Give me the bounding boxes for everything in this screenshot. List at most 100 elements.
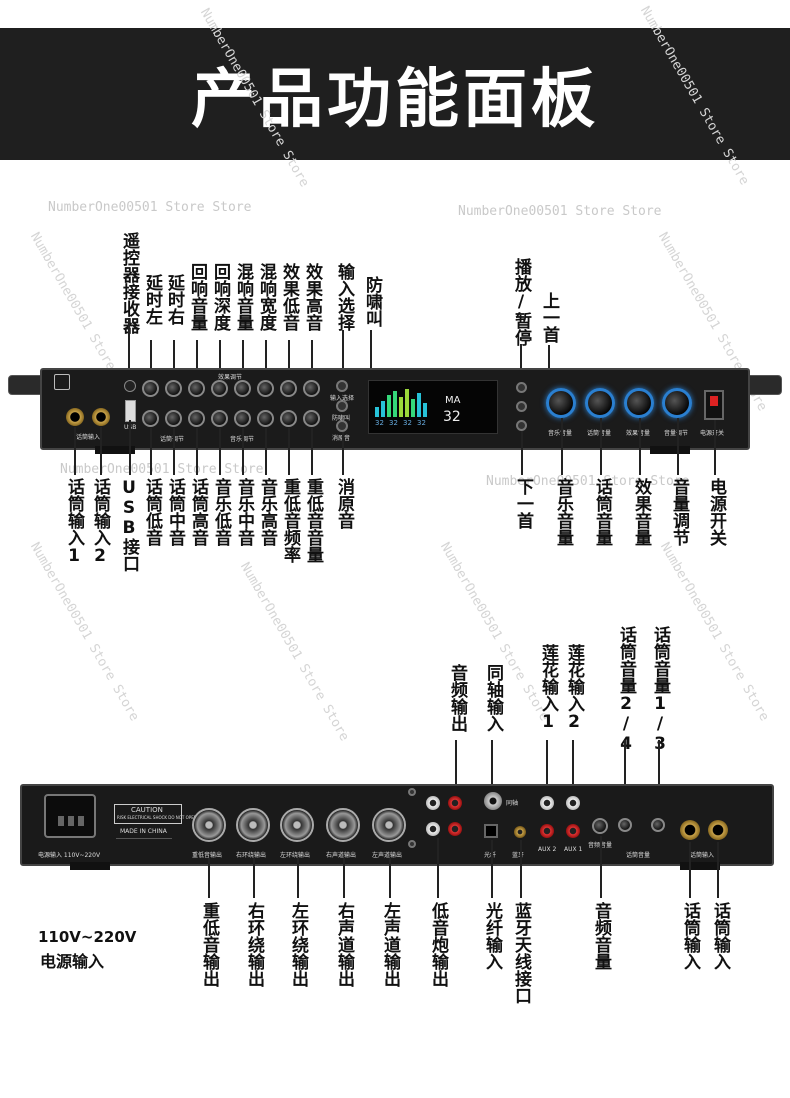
btn-label-anti-feedback: 防啸叫 bbox=[332, 415, 351, 422]
leader-line bbox=[265, 428, 267, 475]
label-anti-feedback: 防啸叫 bbox=[362, 276, 382, 327]
power-voltage: 110V~220V bbox=[38, 928, 137, 946]
label-effect-volume: 效果音量 bbox=[631, 478, 651, 546]
knob-audio-volume[interactable] bbox=[592, 818, 608, 834]
rear-mic-input-jack[interactable] bbox=[680, 820, 700, 840]
label-usb: USB接口 bbox=[119, 478, 139, 572]
mic-input-2-jack[interactable] bbox=[92, 408, 110, 426]
rca-sub-output-white[interactable] bbox=[426, 822, 440, 836]
knob-sub-frequency[interactable] bbox=[280, 410, 297, 427]
level-bar bbox=[375, 407, 379, 417]
bt-antenna-jack[interactable] bbox=[514, 826, 526, 838]
rack-ear-left bbox=[8, 375, 44, 395]
usb-port[interactable] bbox=[125, 400, 136, 422]
knob-reverb-width[interactable] bbox=[257, 380, 274, 397]
label-remote-receiver: 遥控器接收器 bbox=[119, 232, 139, 334]
knob-effect-volume[interactable] bbox=[624, 388, 654, 418]
leader-line bbox=[491, 740, 493, 784]
label-mic-volume: 话筒音量 bbox=[592, 478, 612, 546]
mic-input-1-jack[interactable] bbox=[66, 408, 84, 426]
leader-line bbox=[100, 427, 102, 475]
knob-music-treble[interactable] bbox=[257, 410, 274, 427]
aux-1-white[interactable] bbox=[566, 796, 580, 810]
vocal-cut-button[interactable] bbox=[336, 420, 348, 432]
screw bbox=[408, 840, 416, 848]
label-music-treble: 音乐高音 bbox=[257, 478, 277, 546]
knob-music-mid[interactable] bbox=[234, 410, 251, 427]
power-switch[interactable] bbox=[704, 390, 724, 420]
anti-feedback-button[interactable] bbox=[336, 400, 348, 412]
label-left-surround-output: 左环绕输出 bbox=[288, 902, 308, 987]
leader-line bbox=[74, 427, 76, 475]
knob-mic-treble[interactable] bbox=[188, 410, 205, 427]
level-bar bbox=[381, 401, 385, 417]
coax-input-jack[interactable] bbox=[484, 792, 502, 810]
knob-sub-volume[interactable] bbox=[303, 410, 320, 427]
label-right-output: 右声道输出 bbox=[334, 902, 354, 987]
label-power-switch: 电源开关 bbox=[706, 478, 726, 546]
leader-line bbox=[389, 858, 391, 898]
xlr-label: 右环绕输出 bbox=[236, 852, 267, 859]
rack-ear-right bbox=[746, 375, 782, 395]
knob-mic-mid[interactable] bbox=[165, 410, 182, 427]
next-track-button[interactable] bbox=[516, 420, 527, 431]
knob-effect-bass[interactable] bbox=[280, 380, 297, 397]
knob-delay-left[interactable] bbox=[142, 380, 159, 397]
knob-effect-treble[interactable] bbox=[303, 380, 320, 397]
rear-power-label: 电源输入 110V~220V bbox=[38, 852, 101, 859]
leader-line bbox=[265, 340, 267, 382]
xlr-right-output[interactable] bbox=[326, 808, 360, 842]
watermark: NumberOne00501 Store Store bbox=[657, 540, 772, 724]
knob-music-bass[interactable] bbox=[211, 410, 228, 427]
bt-label: 蓝牙 bbox=[512, 852, 525, 859]
aux-1-red[interactable] bbox=[566, 824, 580, 838]
display-small-value: 32 bbox=[403, 419, 412, 427]
rca-audio-output-red[interactable] bbox=[448, 796, 462, 810]
xlr-right-surround-output[interactable] bbox=[236, 808, 270, 842]
play-pause-button[interactable] bbox=[516, 382, 527, 393]
label-play-pause: 播放/暂停 bbox=[511, 258, 531, 346]
knob-master-volume[interactable] bbox=[662, 388, 692, 418]
knob-mic-volume-2-4[interactable] bbox=[618, 818, 632, 832]
rear-mic-input-jack[interactable] bbox=[708, 820, 728, 840]
rca-audio-output-white[interactable] bbox=[426, 796, 440, 810]
leader-line bbox=[520, 344, 522, 384]
screw bbox=[408, 788, 416, 796]
xlr-left-output[interactable] bbox=[372, 808, 406, 842]
aux-2-white[interactable] bbox=[540, 796, 554, 810]
xlr-left-surround-output[interactable] bbox=[280, 808, 314, 842]
optical-label: 光纤 bbox=[484, 852, 497, 859]
power-socket[interactable] bbox=[44, 794, 96, 838]
leader-line bbox=[208, 858, 210, 898]
label-audio-output: 音频输出 bbox=[447, 664, 467, 732]
prev-track-button[interactable] bbox=[516, 401, 527, 412]
banner-title: 产品功能面板 bbox=[191, 63, 599, 137]
level-bar bbox=[423, 403, 427, 417]
leader-line bbox=[600, 836, 602, 898]
knob-delay-right[interactable] bbox=[165, 380, 182, 397]
optical-input-port[interactable] bbox=[484, 824, 498, 838]
level-bar bbox=[411, 399, 415, 417]
aux-2-red[interactable] bbox=[540, 824, 554, 838]
knob-echo-depth[interactable] bbox=[211, 380, 228, 397]
xlr-label: 左环绕输出 bbox=[280, 852, 311, 859]
knob-mic-volume[interactable] bbox=[585, 388, 615, 418]
rca-sub-output-red[interactable] bbox=[448, 822, 462, 836]
knob-reverb-volume[interactable] bbox=[234, 380, 251, 397]
display-small-value: 32 bbox=[417, 419, 426, 427]
knob-mic-bass[interactable] bbox=[142, 410, 159, 427]
socket-pin bbox=[58, 816, 64, 826]
foot bbox=[650, 446, 690, 454]
leader-line bbox=[437, 838, 439, 898]
leader-line bbox=[150, 340, 152, 382]
xlr-sub-output[interactable] bbox=[192, 808, 226, 842]
label-reverb-volume: 混响音量 bbox=[233, 263, 253, 331]
input-select-button[interactable] bbox=[336, 380, 348, 392]
label-sub-frequency: 重低音频率 bbox=[280, 478, 300, 563]
leader-line bbox=[491, 840, 493, 898]
knob-music-volume[interactable] bbox=[546, 388, 576, 418]
knob-echo-volume[interactable] bbox=[188, 380, 205, 397]
display-top-text: MA bbox=[445, 395, 461, 406]
coax-label: 同轴 bbox=[506, 800, 519, 807]
knob-mic-volume-1-3[interactable] bbox=[651, 818, 665, 832]
